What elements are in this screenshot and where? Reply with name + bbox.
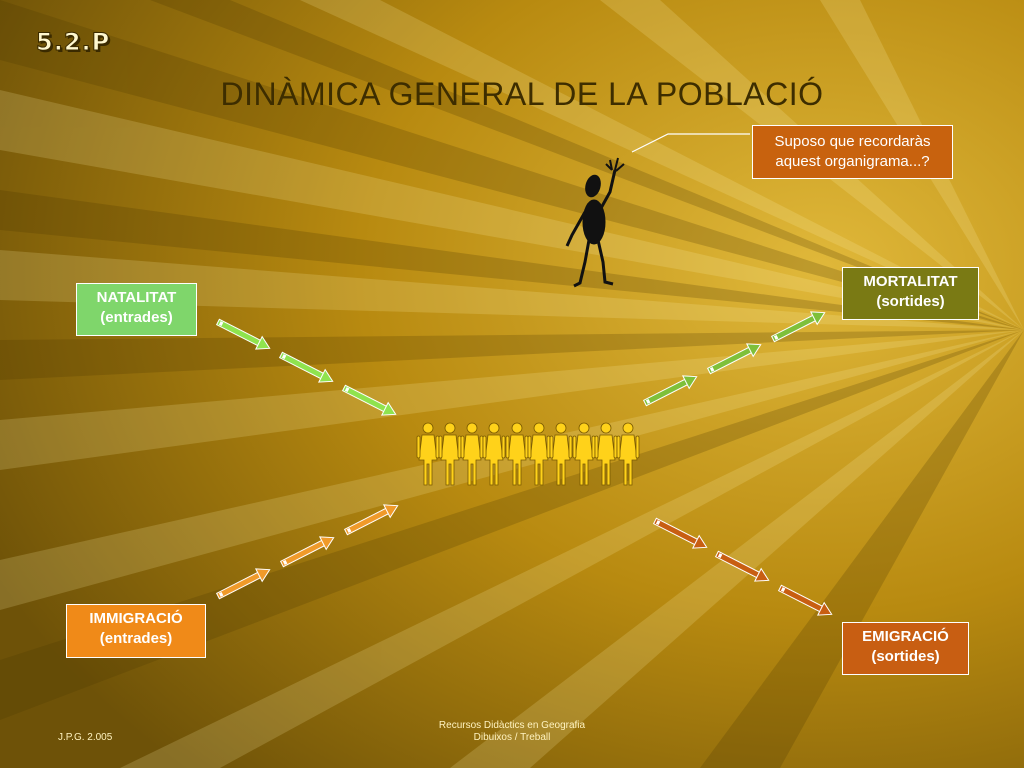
callout-pointer: [631, 133, 750, 153]
callout-line-2: aquest organigrama...?: [775, 153, 930, 170]
emigracio-label: EMIGRACIÓ: [862, 628, 949, 645]
emigracio-arrow-icon: [776, 581, 836, 622]
mortalitat-arrow-icon: [705, 337, 765, 378]
emigracio-arrow-icon: [651, 514, 711, 555]
immigracio-arrow-icon: [278, 530, 338, 571]
mortalitat-arrow-icon: [641, 369, 701, 410]
natalitat-arrow-icon: [214, 315, 274, 356]
natalitat-label: NATALITAT: [96, 289, 177, 306]
page-title: DINÀMICA GENERAL DE LA POBLACIÓ: [220, 76, 824, 112]
mortalitat-sublabel: (sortides): [876, 293, 945, 310]
people-group-icon: [416, 422, 640, 486]
emigracio-arrow-icon: [713, 547, 773, 588]
emigracio-sublabel: (sortides): [871, 648, 940, 665]
natalitat-box: NATALITAT (entrades): [76, 283, 197, 336]
mortalitat-box: MORTALITAT (sortides): [842, 267, 979, 320]
immigracio-arrow-icon: [214, 562, 274, 603]
mortalitat-arrow-icon: [769, 305, 829, 346]
footer-author: J.P.G. 2.005: [58, 732, 113, 743]
natalitat-arrow-icon: [277, 348, 337, 389]
immigracio-sublabel: (entrades): [99, 630, 173, 647]
footer-credits-line-2: Dibuixos / Treball: [473, 732, 551, 743]
immigracio-arrow-icon: [342, 498, 402, 539]
waving-person-icon: [565, 157, 625, 288]
mortalitat-label: MORTALITAT: [863, 273, 958, 290]
footer-credits-line-1: Recursos Didàctics en Geografia: [438, 720, 586, 731]
immigracio-box: IMMIGRACIÓ (entrades): [66, 604, 206, 658]
footer-credits: Recursos Didàctics en Geografia Dibuixos…: [412, 720, 612, 744]
slide-number: 5.2.P: [35, 28, 111, 57]
speech-callout: Suposo que recordaràs aquest organigrama…: [752, 125, 953, 179]
immigracio-label: IMMIGRACIÓ: [89, 610, 183, 627]
callout-line-1: Suposo que recordaràs: [774, 133, 931, 150]
emigracio-box: EMIGRACIÓ (sortides): [842, 622, 969, 675]
natalitat-arrow-icon: [340, 381, 400, 422]
natalitat-sublabel: (entrades): [100, 309, 173, 326]
